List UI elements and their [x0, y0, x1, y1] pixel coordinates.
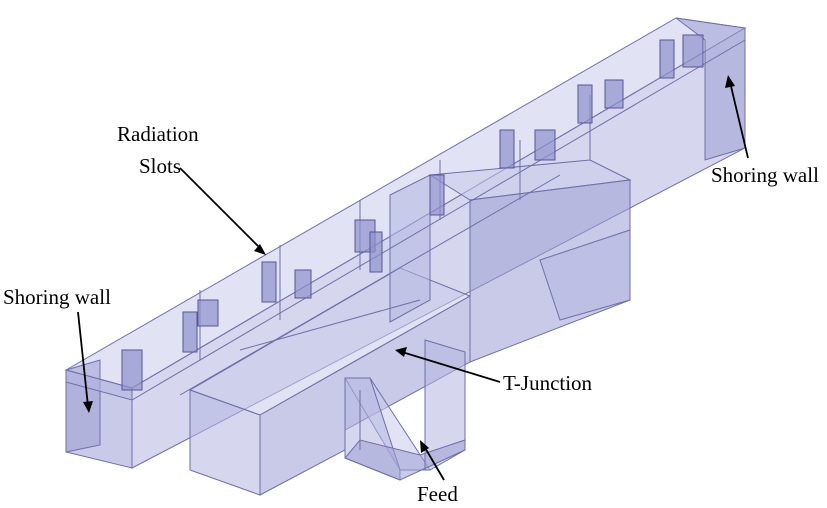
feed-waveguide-body	[344, 339, 466, 481]
radiation-slot-group	[121, 34, 704, 391]
shoring-wall-right-label: Shoring wall	[711, 163, 819, 187]
shoring-wall-right-arrowhead	[725, 75, 735, 88]
t-junction-arrow	[401, 351, 501, 383]
annotation-arrows	[77, 75, 749, 481]
radiation-slot	[369, 231, 383, 273]
radiation-slot	[499, 129, 515, 169]
shoring-wall-right-arrow	[729, 81, 749, 159]
radiation-slot	[182, 311, 198, 353]
radiation-slot	[577, 84, 593, 124]
radiation-slot	[534, 129, 556, 161]
radiation-slot	[121, 349, 143, 391]
shoring-wall-left-label: Shoring wall	[3, 285, 111, 309]
radiation-slot	[294, 269, 312, 299]
radiation-slot	[261, 261, 277, 303]
t-junction-arrowhead	[395, 347, 407, 357]
radiation-slot	[682, 34, 704, 68]
feed-arrowhead	[420, 440, 429, 453]
radiation-slot	[197, 299, 219, 327]
radiation-slots-label-line2: Slots	[139, 154, 181, 178]
radiation-slots-arrowhead	[254, 244, 266, 255]
t-junction-label: T-Junction	[503, 371, 593, 395]
shoring-wall-left-arrowhead	[83, 401, 93, 413]
cross-waveguide-body	[188, 159, 632, 496]
feed-label: Feed	[417, 482, 458, 506]
radiation-slot	[604, 79, 624, 109]
radiation-slots-arrow	[179, 167, 263, 251]
shoring-wall-left-arrow	[77, 311, 89, 407]
feed-arrow	[423, 445, 445, 481]
radiation-slot	[659, 39, 675, 79]
radiation-slot	[429, 174, 445, 216]
shoring-wall-left-box	[65, 359, 133, 453]
radiation-slots-label-line1: Radiation	[117, 122, 199, 146]
